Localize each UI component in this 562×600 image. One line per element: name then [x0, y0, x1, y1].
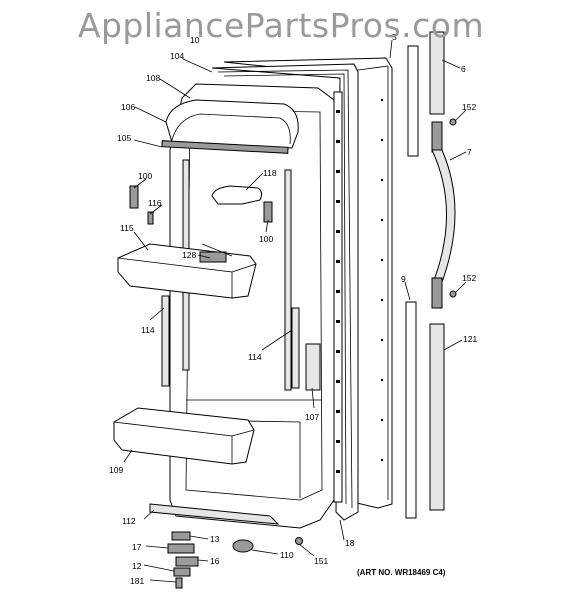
callout-116: 116: [148, 198, 162, 208]
callout-5: 5: [392, 32, 397, 42]
bracket-clip: [147, 211, 154, 225]
callout-115: 115: [120, 223, 134, 233]
door-handle: [431, 121, 456, 309]
handle-trim-lower: [405, 301, 417, 519]
callout-152-lower: 152: [462, 273, 476, 283]
cover-trim-strip: [161, 140, 289, 154]
callout-100-left: 100: [138, 171, 152, 181]
callout-118: 118: [263, 168, 277, 178]
shelf-rail-right: [291, 307, 300, 389]
top-dairy-cover: [165, 99, 299, 149]
callout-108: 108: [146, 73, 160, 83]
hinge-pin: [175, 556, 199, 567]
callout-106: 106: [121, 102, 135, 112]
handle-bottom-cap: [429, 323, 445, 511]
callout-112: 112: [122, 516, 136, 526]
callout-152-upper: 152: [462, 102, 476, 112]
callout-16: 16: [210, 556, 220, 566]
door-shelf-lower: [113, 407, 255, 465]
callout-7: 7: [467, 147, 472, 157]
door-stop: [232, 539, 254, 553]
handle-top-cap: [429, 31, 445, 115]
callout-109: 109: [109, 465, 123, 475]
handle-trim-cap: [407, 45, 419, 157]
callout-13: 13: [210, 534, 220, 544]
hinge-cap: [171, 531, 191, 541]
small-bin: [211, 185, 263, 205]
callout-114-left: 114: [141, 325, 155, 335]
callout-107: 107: [305, 412, 319, 422]
callout-18: 18: [345, 538, 355, 548]
rail-cover: [305, 343, 321, 391]
callout-181: 181: [130, 576, 144, 586]
leader-lines: [123, 39, 467, 583]
callout-128: 128: [182, 250, 196, 260]
screw-152-lower: [449, 290, 457, 298]
callout-121: 121: [463, 334, 477, 344]
callout-104: 104: [170, 51, 184, 61]
callout-12: 12: [132, 561, 142, 571]
hinge-plate: [167, 543, 195, 554]
hinge-bushing: [173, 567, 191, 577]
screw-151: [295, 537, 303, 545]
callout-114-right: 114: [248, 352, 262, 362]
shelf-bracket-left: [129, 185, 139, 209]
screw-152-upper: [449, 118, 457, 126]
art-number: (ART NO. WR18469 C4): [357, 568, 446, 577]
callout-labels: 10 104 108 106 105 100 116 115 128 118 1…: [109, 32, 477, 586]
callout-151: 151: [314, 556, 328, 566]
callout-10: 10: [190, 35, 200, 45]
watermark: AppliancePartsPros.com: [77, 6, 485, 45]
hinge-screw: [175, 577, 183, 589]
callout-9: 9: [401, 274, 406, 284]
callout-105: 105: [117, 133, 131, 143]
callout-6: 6: [461, 64, 466, 74]
callout-100-right: 100: [259, 234, 273, 244]
shelf-rail-left: [161, 295, 170, 387]
callout-17: 17: [132, 542, 142, 552]
callout-110: 110: [280, 550, 294, 560]
shelf-bracket-right: [263, 201, 273, 223]
bottom-trim: [149, 503, 280, 525]
door-shelf-upper: [117, 243, 257, 299]
